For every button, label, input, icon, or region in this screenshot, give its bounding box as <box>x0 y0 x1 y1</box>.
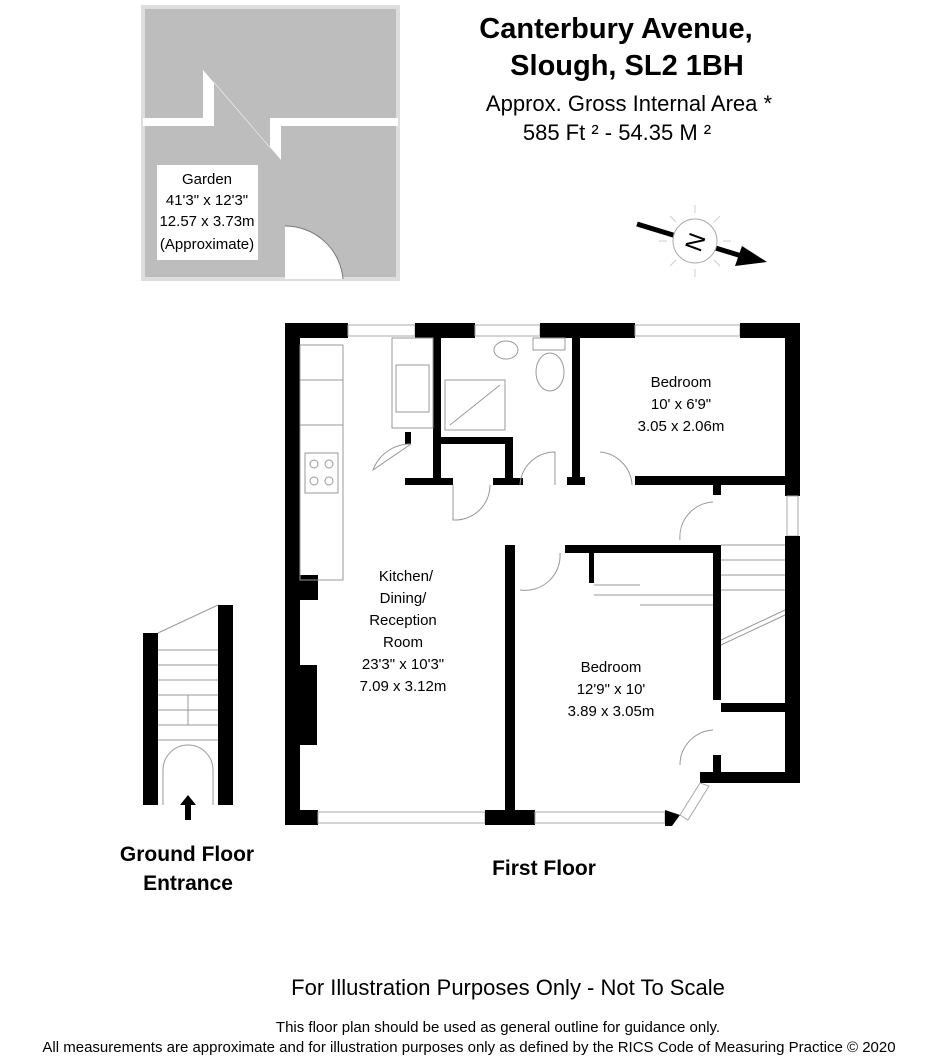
garden-name: Garden <box>182 171 232 188</box>
rics-disclaimer: All measurements are approximate and for… <box>42 1039 895 1056</box>
garden-area: Garden 41'3" x 12'3" 12.57 x 3.73m (Appr… <box>141 5 400 281</box>
ground-floor-plan <box>143 604 233 820</box>
bedroom1-metric: 3.05 x 2.06m <box>638 418 725 435</box>
address-line-2: Slough, SL2 1BH <box>510 50 744 82</box>
bedroom1-name: Bedroom <box>651 374 712 391</box>
illustration-disclaimer: For Illustration Purposes Only - Not To … <box>291 975 725 1000</box>
entrance-label: Entrance <box>143 872 233 895</box>
ground-floor-label: Ground Floor <box>120 843 254 866</box>
bedroom2-metric: 3.89 x 3.05m <box>568 703 655 720</box>
kitchen-imperial: 23'3" x 10'3" <box>362 656 444 673</box>
garden-imperial: 41'3" x 12'3" <box>166 192 248 209</box>
garden-note: (Approximate) <box>160 236 254 253</box>
bedroom2-imperial: 12'9" x 10' <box>577 681 646 698</box>
kitchen-metric: 7.09 x 3.12m <box>360 678 447 695</box>
kitchen-name-4: Room <box>383 634 423 651</box>
first-floor-label: First Floor <box>492 857 596 880</box>
area-label: Approx. Gross Internal Area * <box>486 91 773 116</box>
toilet-icon <box>535 352 565 392</box>
guidance-disclaimer: This floor plan should be used as genera… <box>276 1019 720 1036</box>
bedroom2-name: Bedroom <box>581 659 642 676</box>
kitchen-name-1: Kitchen/ <box>379 568 434 585</box>
kitchen-name-3: Reception <box>369 612 437 629</box>
first-floor-plan: Kitchen/ Dining/ Reception Room 23'3" x … <box>285 323 800 826</box>
address-line-1: Canterbury Avenue, <box>479 13 752 45</box>
hob-icon <box>304 452 339 494</box>
sink-icon <box>391 337 434 429</box>
garden-metric: 12.57 x 3.73m <box>159 213 254 230</box>
compass-icon: N <box>636 205 767 277</box>
bedroom1-imperial: 10' x 6'9" <box>651 396 711 413</box>
kitchen-name-2: Dining/ <box>380 590 428 607</box>
entrance-arrow-icon <box>180 795 196 820</box>
area-value: 585 Ft ² - 54.35 M ² <box>523 120 711 145</box>
shower-icon <box>444 379 506 431</box>
basin-icon <box>493 340 519 360</box>
